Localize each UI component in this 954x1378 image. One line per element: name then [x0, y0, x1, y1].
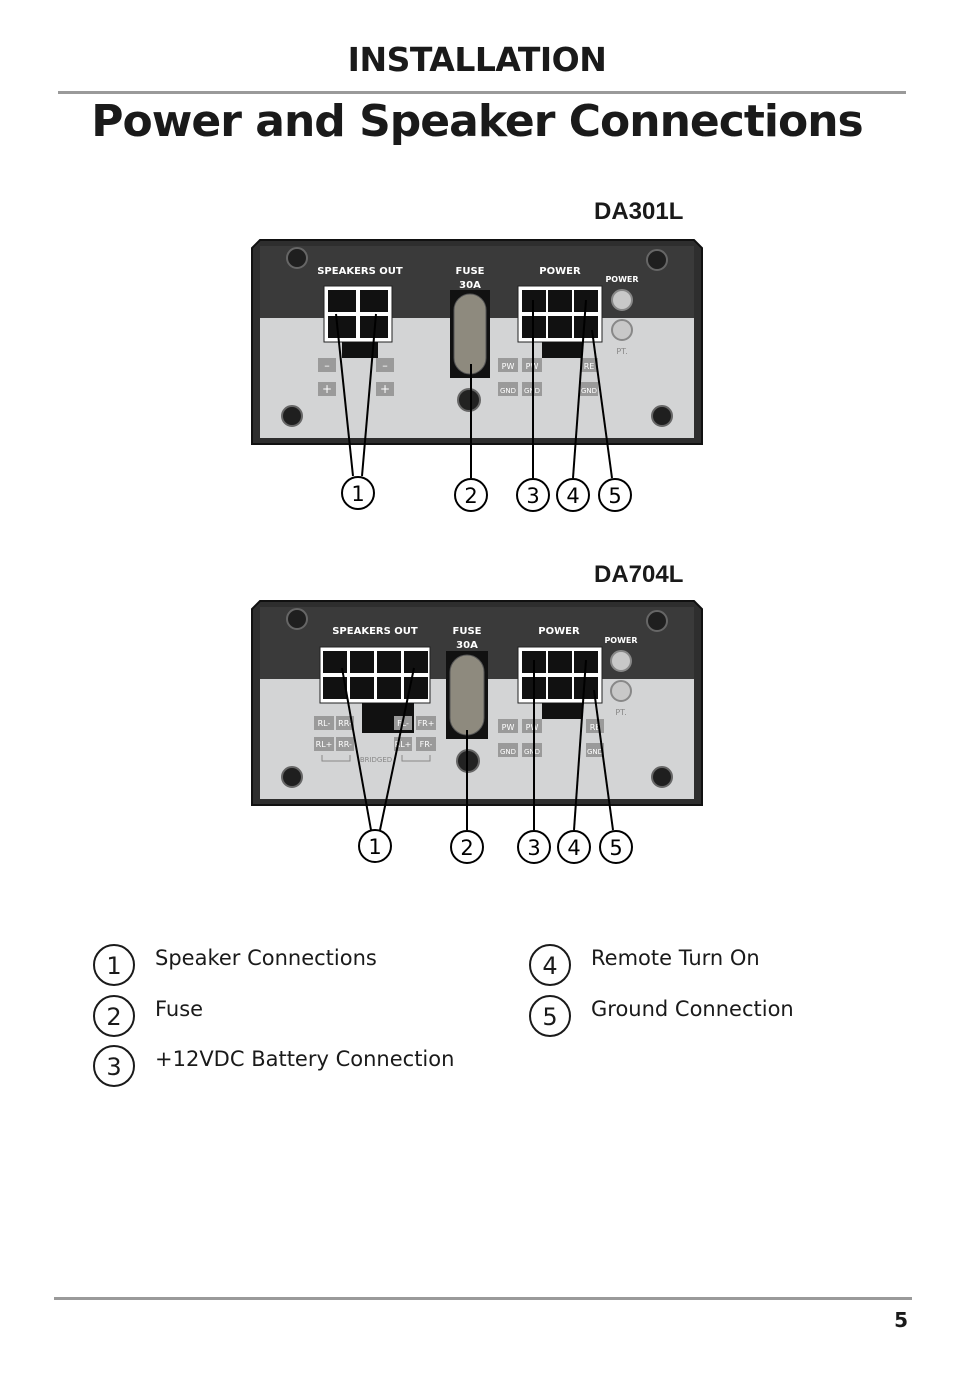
- svg-text:1: 1: [368, 835, 381, 859]
- power-terminal-label: RE: [590, 723, 601, 732]
- legend-text: Remote Turn On: [591, 946, 760, 970]
- terminal-label: +: [322, 382, 332, 396]
- callout-4: 4: [556, 478, 590, 512]
- amp-panel-da704l: SPEAKERS OUT FUSE 30A POWER POWER PT. RL…: [251, 600, 703, 806]
- legend-item: 3 +12VDC Battery Connection: [93, 1045, 513, 1089]
- screw: [286, 247, 308, 269]
- screw: [281, 766, 303, 788]
- terminal-label: RL-: [318, 719, 331, 728]
- power-led-label: POWER: [605, 275, 638, 284]
- svg-text:2: 2: [460, 836, 473, 860]
- speakers-out-label: SPEAKERS OUT: [317, 266, 403, 277]
- callout-3: 3: [516, 478, 550, 512]
- callouts-da301l: 1 2 3 4 5: [335, 300, 632, 512]
- page-number: 5: [894, 1308, 908, 1332]
- svg-text:5: 5: [609, 836, 622, 860]
- callout-1: 1: [358, 829, 392, 863]
- svg-text:1: 1: [351, 482, 364, 506]
- speakers-out-label: SPEAKERS OUT: [332, 626, 418, 637]
- protect-led-label: PT.: [615, 708, 626, 717]
- fuse-label: FUSE: [453, 626, 482, 637]
- terminal-label: –: [324, 359, 330, 372]
- terminal-label: +: [380, 382, 390, 396]
- screw: [646, 610, 668, 632]
- protect-led-label: PT.: [616, 347, 627, 356]
- power-terminal-label: GND: [581, 387, 597, 395]
- power-terminal-label: GND: [524, 748, 540, 756]
- power-led: [610, 650, 632, 672]
- screw: [651, 405, 673, 427]
- power-terminal-label: RE: [584, 362, 595, 371]
- legend-item: 1 Speaker Connections: [93, 944, 513, 988]
- power-terminal-label: GND: [500, 748, 516, 756]
- power-terminal-label: PW: [502, 362, 515, 371]
- legend-text: Speaker Connections: [155, 946, 377, 970]
- bridged-label: BRIDGED: [360, 756, 392, 764]
- power-led-label: POWER: [604, 636, 637, 645]
- legend-item: 4 Remote Turn On: [529, 944, 949, 988]
- legend-number: 1: [93, 944, 135, 986]
- model-label-da704l: DA704L: [594, 561, 684, 588]
- terminal-label: RR-: [338, 719, 352, 728]
- footer-rule: [54, 1297, 912, 1300]
- protect-led: [610, 680, 632, 702]
- fuse-rating: 30A: [459, 280, 481, 291]
- legend-number: 2: [93, 995, 135, 1037]
- header-rule: [58, 91, 906, 94]
- svg-text:2: 2: [464, 484, 477, 508]
- terminal-label: FR+: [418, 719, 435, 728]
- protect-led: [611, 319, 633, 341]
- power-label: POWER: [539, 266, 581, 277]
- screw: [286, 608, 308, 630]
- power-terminal-label: GND: [587, 748, 603, 756]
- callout-3: 3: [517, 830, 551, 864]
- callout-2: 2: [454, 478, 488, 512]
- fuse-label: FUSE: [456, 266, 485, 277]
- legend-text: +12VDC Battery Connection: [155, 1047, 455, 1071]
- power-terminal-label: PW: [502, 723, 515, 732]
- legend-item: 2 Fuse: [93, 995, 513, 1039]
- power-label: POWER: [538, 626, 580, 637]
- callout-1: 1: [341, 476, 375, 510]
- screw: [646, 249, 668, 271]
- power-led: [611, 289, 633, 311]
- legend-text: Ground Connection: [591, 997, 794, 1021]
- svg-text:4: 4: [566, 484, 579, 508]
- screw: [651, 766, 673, 788]
- amp-panel-da301l: SPEAKERS OUT FUSE 30A POWER POWER PT. – …: [251, 239, 703, 445]
- svg-text:3: 3: [526, 484, 539, 508]
- callout-5: 5: [598, 478, 632, 512]
- svg-text:3: 3: [527, 836, 540, 860]
- screw: [281, 405, 303, 427]
- callout-4: 4: [557, 830, 591, 864]
- svg-text:4: 4: [567, 836, 580, 860]
- terminal-label: RL+: [395, 740, 412, 749]
- terminal-label: RR-: [338, 740, 352, 749]
- legend-number: 4: [529, 944, 571, 986]
- model-label-da301l: DA301L: [594, 198, 684, 225]
- fuse-rating: 30A: [456, 640, 478, 651]
- legend-number: 5: [529, 995, 571, 1037]
- terminal-label: FR-: [420, 740, 433, 749]
- legend-text: Fuse: [155, 997, 204, 1021]
- callout-5: 5: [599, 830, 633, 864]
- power-terminal-label: PW: [526, 723, 539, 732]
- legend-item: 5 Ground Connection: [529, 995, 949, 1039]
- callouts-da704l: 1 2 3 4 5: [341, 660, 633, 864]
- power-terminal-label: GND: [500, 387, 516, 395]
- section-title: INSTALLATION: [347, 40, 607, 79]
- svg-text:5: 5: [608, 484, 621, 508]
- page-title: Power and Speaker Connections: [91, 96, 863, 147]
- terminal-label: RL+: [316, 740, 333, 749]
- terminal-label: –: [382, 359, 388, 372]
- legend-number: 3: [93, 1045, 135, 1087]
- callout-2: 2: [450, 830, 484, 864]
